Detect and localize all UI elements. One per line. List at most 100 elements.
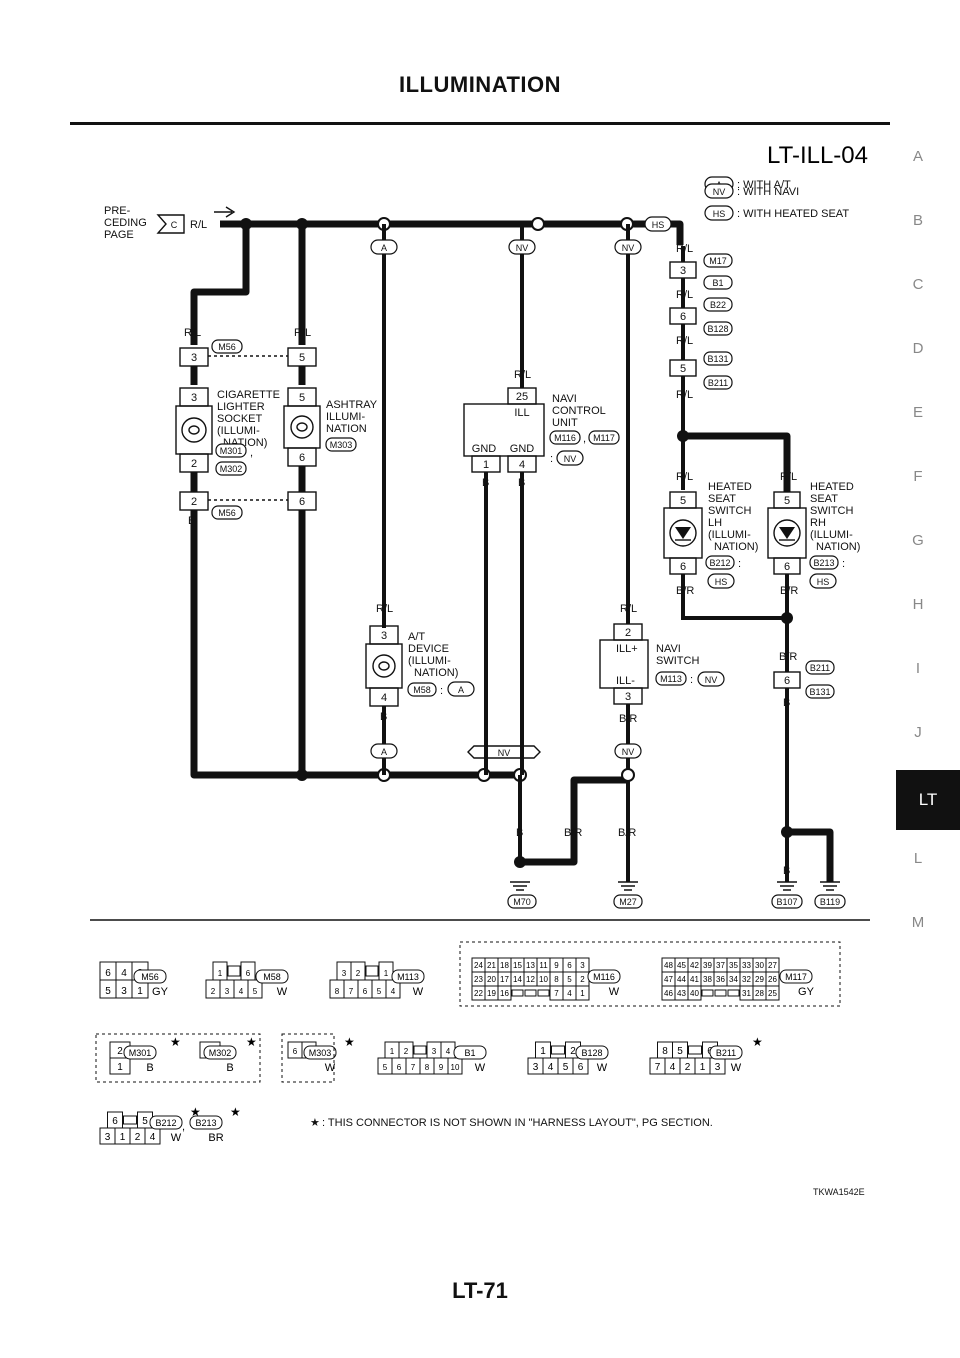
svg-text:ASHTRAY: ASHTRAY <box>326 399 378 411</box>
side-tab-l[interactable]: L <box>913 850 923 867</box>
pin-number: 5 <box>567 975 572 984</box>
svg-text:B1: B1 <box>712 278 723 288</box>
connector-color: B <box>226 1062 233 1074</box>
pin-number: 7 <box>655 1062 661 1073</box>
pin-number: 5 <box>563 1062 569 1073</box>
pin-number: 18 <box>500 961 509 970</box>
svg-text:A: A <box>381 243 387 253</box>
pin-number: 5 <box>677 1046 683 1057</box>
side-tab-f[interactable]: F <box>913 468 923 485</box>
svg-text:4: 4 <box>381 692 387 704</box>
svg-text:M56: M56 <box>218 342 236 352</box>
svg-text:CIGARETTE: CIGARETTE <box>217 389 280 401</box>
pin-number: 38 <box>703 975 712 984</box>
pin-number: 2 <box>685 1062 691 1073</box>
pin-number: 37 <box>716 961 725 970</box>
legend-hs-text: : WITH HEATED SEAT <box>737 208 849 220</box>
connector-note: : THIS CONNECTOR IS NOT SHOWN IN "HARNES… <box>322 1117 713 1129</box>
pin-number: 6 <box>578 1062 584 1073</box>
side-tab-g[interactable]: G <box>912 532 924 549</box>
side-tab-a[interactable]: A <box>912 148 923 165</box>
pin-number: 4 <box>239 987 244 996</box>
connector-face-m303: 65M303W <box>287 1041 337 1074</box>
side-tab-b[interactable]: B <box>912 212 923 229</box>
at-device: 3 4 A/T DEVICE (ILLUMI- NATION) M58 : A … <box>365 625 475 723</box>
comma: , <box>182 1121 185 1133</box>
svg-text:4: 4 <box>519 459 525 471</box>
svg-text:ILL+: ILL+ <box>616 643 638 655</box>
svg-text:HS: HS <box>817 577 830 587</box>
pin-number: 5 <box>105 986 111 997</box>
pin-number: 43 <box>677 989 686 998</box>
side-tab-h[interactable]: H <box>912 596 924 613</box>
pin-number: 5 <box>142 1116 148 1127</box>
side-tab-d[interactable]: D <box>912 340 924 357</box>
page-footer: LT-71 <box>452 1278 508 1303</box>
pin-number: 41 <box>690 975 699 984</box>
side-tab-m[interactable]: M <box>911 914 925 931</box>
connector-id: M56 <box>141 972 159 982</box>
star-mark: ★ <box>752 1035 763 1049</box>
svg-text:,: , <box>250 447 253 459</box>
svg-text::: : <box>738 558 741 570</box>
connector-face-m302: 3M302B <box>199 1041 237 1074</box>
connector-id: B213 <box>195 1118 216 1128</box>
svg-text:5: 5 <box>299 352 305 364</box>
svg-text:NV: NV <box>516 243 529 253</box>
svg-text:2: 2 <box>625 627 631 639</box>
svg-text:5: 5 <box>299 392 305 404</box>
pin-number: 13 <box>526 961 535 970</box>
svg-text:B/R: B/R <box>780 585 798 597</box>
svg-text:B131: B131 <box>809 687 830 697</box>
svg-text:B: B <box>826 865 833 877</box>
svg-text:SWITCH: SWITCH <box>810 505 853 517</box>
svg-text:A: A <box>458 685 464 695</box>
dashed-connector-box <box>281 1033 335 1083</box>
svg-text:NATION): NATION) <box>414 667 458 679</box>
ground-m27: M27 <box>613 881 643 909</box>
svg-text:HS: HS <box>715 577 728 587</box>
ground-b119: B119 <box>814 881 846 909</box>
svg-text:(ILLUMI-: (ILLUMI- <box>408 655 451 667</box>
svg-text::: : <box>842 558 845 570</box>
pin-number: 2 <box>117 1046 123 1057</box>
side-tab-lt[interactable]: LT <box>896 770 960 830</box>
svg-text:B/R: B/R <box>618 827 636 839</box>
connector-id: M58 <box>263 972 281 982</box>
pin-number: 3 <box>533 1062 539 1073</box>
svg-text:6: 6 <box>680 561 686 573</box>
svg-text:LH: LH <box>708 517 722 529</box>
pin-number: 8 <box>425 1063 430 1072</box>
b211-b131: B/R 6 B211 B131 B <box>773 651 835 709</box>
svg-text:B213: B213 <box>813 558 834 568</box>
pin-number: 45 <box>677 961 686 970</box>
side-tab-j[interactable]: J <box>914 724 922 741</box>
pin-number: 34 <box>729 975 738 984</box>
pin-number: 32 <box>742 975 751 984</box>
pin-number: 48 <box>664 961 673 970</box>
pin-number: 46 <box>664 989 673 998</box>
connector-color: W <box>731 1062 742 1074</box>
svg-text:DEVICE: DEVICE <box>408 643 449 655</box>
side-tab-e[interactable]: E <box>912 404 923 421</box>
pin-number: 31 <box>742 989 751 998</box>
ground-m70: M70 <box>507 881 537 909</box>
connector-color: W <box>475 1062 486 1074</box>
svg-text:B22: B22 <box>710 300 726 310</box>
side-tab-i[interactable]: I <box>915 660 921 677</box>
svg-text:B119: B119 <box>820 897 840 907</box>
pin-number: 44 <box>677 975 686 984</box>
pin-number: 1 <box>580 989 585 998</box>
pin-number: 42 <box>690 961 699 970</box>
pin-number: 4 <box>567 989 572 998</box>
pin-number: 10 <box>451 1063 460 1072</box>
svg-text:M17: M17 <box>709 256 727 266</box>
svg-text:(ILLUMI-: (ILLUMI- <box>810 529 853 541</box>
side-tab-c[interactable]: C <box>912 276 924 293</box>
svg-text::: : <box>440 685 443 697</box>
legend-hs: HS : WITH HEATED SEAT <box>704 205 849 221</box>
pin-number: 22 <box>474 989 483 998</box>
